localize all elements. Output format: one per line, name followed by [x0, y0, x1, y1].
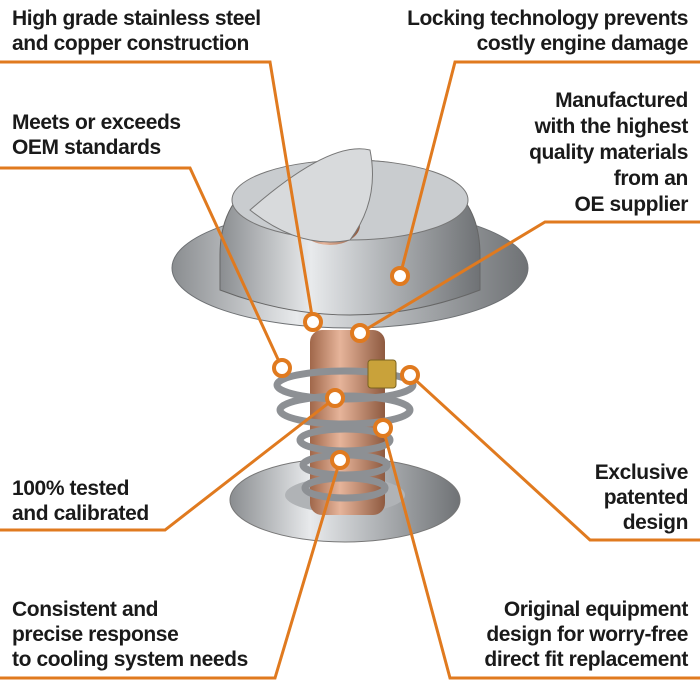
dot-response	[330, 450, 350, 470]
callout-line: with the highest	[534, 115, 689, 138]
callout-patented-design: Exclusive patented design	[594, 460, 689, 535]
callout-tested-calibrated: 100% tested and calibrated	[12, 476, 149, 526]
callout-line: patented	[603, 486, 689, 509]
callout-line: OEM standards	[12, 136, 161, 159]
callout-line: direct fit replacement	[484, 648, 688, 671]
callout-line: costly engine damage	[476, 32, 689, 55]
callout-line: design	[622, 511, 689, 534]
callout-line: Locking technology prevents	[407, 7, 688, 30]
callout-line: design for worry-free	[486, 623, 688, 646]
callout-quality-materials: Manufactured with the highest quality ma…	[529, 88, 688, 218]
dot-tested	[325, 388, 345, 408]
callout-line: Consistent and	[12, 598, 159, 621]
callout-line: and calibrated	[12, 502, 149, 525]
lock-tab	[367, 359, 397, 389]
dot-patented	[400, 365, 420, 385]
callout-direct-fit: Original equipment design for worry-free…	[484, 597, 688, 672]
dot-steel	[303, 312, 323, 332]
callout-dots	[272, 266, 420, 470]
callout-locking-technology: Locking technology prevents costly engin…	[407, 6, 688, 56]
leader-lines	[0, 60, 700, 680]
callout-line: from an	[613, 167, 689, 190]
dot-materials	[350, 323, 370, 343]
callout-line: High grade stainless steel	[12, 7, 261, 30]
callout-line: precise response	[12, 623, 179, 646]
callout-line: Exclusive	[594, 461, 689, 484]
dot-locking	[390, 266, 410, 286]
callout-line: OE supplier	[574, 193, 689, 216]
callout-precise-response: Consistent and precise response to cooli…	[12, 597, 248, 672]
callout-oem-standards: Meets or exceeds OEM standards	[12, 110, 181, 160]
callout-line: to cooling system needs	[12, 648, 248, 671]
dot-oem	[272, 358, 292, 378]
callout-line: 100% tested	[12, 477, 129, 500]
callout-steel-construction: High grade stainless steel and copper co…	[12, 6, 261, 56]
callout-line: quality materials	[529, 141, 688, 164]
callout-line: Meets or exceeds	[12, 111, 181, 134]
callout-line: and copper construction	[12, 32, 249, 55]
callout-line: Original equipment	[503, 598, 689, 621]
callout-line: Manufactured	[555, 89, 688, 112]
dot-fit	[373, 418, 393, 438]
